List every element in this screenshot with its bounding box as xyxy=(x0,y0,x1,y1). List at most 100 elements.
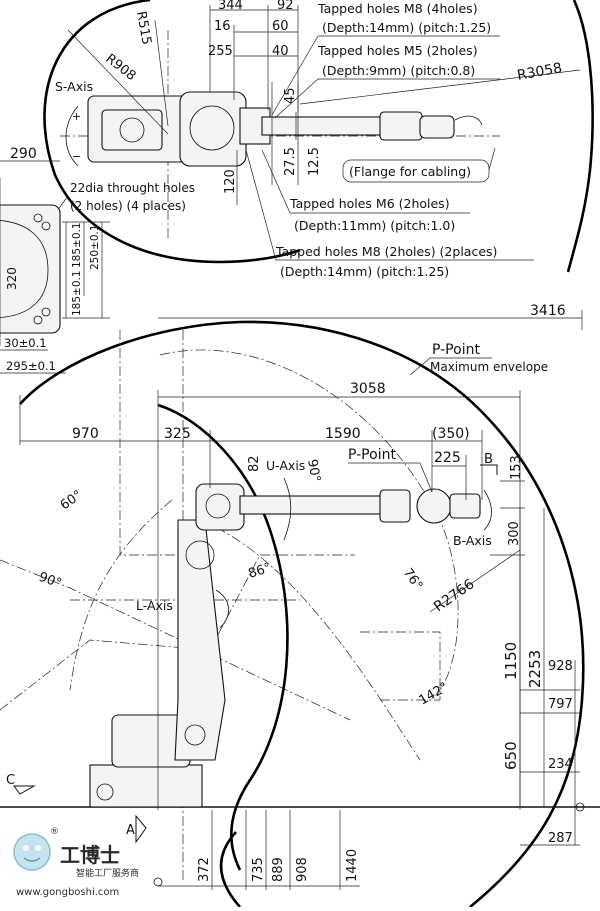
logo-url: www.gongboshi.com xyxy=(16,887,119,898)
side-upper-arm-joint xyxy=(195,483,245,531)
dim-320: 320 xyxy=(5,267,19,290)
dim-287: 287 xyxy=(548,831,573,846)
max-envelope-inner xyxy=(157,403,289,871)
dim-908: 908 xyxy=(295,857,310,882)
u-axis-label: U-Axis xyxy=(266,458,305,473)
dim-185b: 185±0.1 xyxy=(71,270,83,316)
dim-1150: 1150 xyxy=(502,642,520,680)
note-m8-4holes: Tapped holes M8 (4holes) xyxy=(317,1,478,16)
p-point-title: P-Point xyxy=(432,342,480,358)
angle-90u: 90° xyxy=(304,458,323,483)
dim-125: 12.5 xyxy=(307,147,322,176)
s-axis-label: S-Axis xyxy=(55,79,93,94)
dim-372: 372 xyxy=(197,857,212,882)
base-hole-2 xyxy=(41,221,51,231)
section-a: A xyxy=(126,823,135,838)
dim-153: 153 xyxy=(509,455,524,480)
side-lower-arm xyxy=(174,519,226,761)
dim-1440: 1440 xyxy=(345,849,360,882)
side-base xyxy=(89,764,203,808)
note-22dia-spec: (2 holes) (4 places) xyxy=(70,199,186,213)
angle-60: 60° xyxy=(58,488,85,514)
dim-92: 92 xyxy=(277,0,294,13)
dim-120: 120 xyxy=(223,169,238,194)
top-wrist-end xyxy=(419,115,455,139)
p-point-envelope-mid xyxy=(0,559,351,721)
radius-r908: R908 xyxy=(103,51,139,84)
base-plate-curve xyxy=(0,220,49,318)
p-point-label: P-Point xyxy=(348,447,396,463)
r3058-leader xyxy=(299,69,581,105)
radius-r515: R515 xyxy=(133,10,154,46)
top-wrist-body xyxy=(379,111,423,141)
flange-leader xyxy=(488,147,496,171)
dim-3416: 3416 xyxy=(530,303,566,319)
dim-650: 650 xyxy=(502,741,520,770)
r3058-envelope-arc xyxy=(566,0,594,273)
section-a-arrow xyxy=(135,814,147,844)
logo-cn-text: 工博士 xyxy=(60,843,120,867)
dim-290: 290 xyxy=(10,146,37,162)
ground-marker-bottom xyxy=(153,877,163,887)
mascot-eye-left xyxy=(23,845,29,851)
top-s-axis-hub xyxy=(119,117,145,143)
top-motor xyxy=(101,109,163,151)
dim-30: 30±0.1 xyxy=(4,336,47,350)
r908-leader xyxy=(67,29,169,135)
dim-735: 735 xyxy=(251,857,266,882)
u-axis-arrow xyxy=(283,477,292,541)
note-flange: (Flange for cabling) xyxy=(349,164,471,179)
arc-76 xyxy=(199,519,421,761)
dim-234: 234 xyxy=(548,757,573,772)
note-m5: Tapped holes M5 (2holes) xyxy=(317,43,478,58)
top-view: 344 92 16 60 255 40 45 27.5 12.5 120 R51… xyxy=(0,0,594,279)
max-envelope-outer xyxy=(19,320,585,909)
section-c: C xyxy=(6,773,15,788)
dim-344: 344 xyxy=(218,0,243,13)
side-forearm xyxy=(239,495,383,515)
note-m8-2holes: Tapped holes M8 (2holes) (2places) xyxy=(275,244,497,259)
watermark-logo: 工博士 ® 智能工厂服务商 www.gongboshi.com xyxy=(13,827,139,898)
p-point-leader xyxy=(409,357,431,376)
base-hole-1 xyxy=(33,213,43,223)
dim-295: 295±0.1 xyxy=(6,359,56,373)
dim-255: 255 xyxy=(208,44,233,59)
angle-76: 76° xyxy=(400,566,426,593)
side-l-joint xyxy=(185,540,215,570)
note-m6-spec: (Depth:11mm) (pitch:1.0) xyxy=(294,218,455,233)
flange-box xyxy=(342,159,490,183)
base-hole-3 xyxy=(33,315,43,325)
logo-cn-subtitle: 智能工厂服务商 xyxy=(76,867,139,879)
b-axis-label: B-Axis xyxy=(453,533,492,548)
dim-970: 970 xyxy=(72,426,99,442)
side-wrist xyxy=(379,489,411,523)
dim-60: 60 xyxy=(272,19,289,34)
s-axis-arrow xyxy=(65,105,79,167)
dim-225: 225 xyxy=(434,450,461,466)
s-axis-minus: − xyxy=(72,150,81,163)
dim-3058: 3058 xyxy=(350,381,386,397)
r2766-leader xyxy=(429,549,521,613)
side-base-hole xyxy=(96,783,114,801)
mascot-smile xyxy=(23,857,41,862)
side-wrist-ball xyxy=(416,488,452,524)
max-envelope-bottom xyxy=(219,831,241,908)
dim-40: 40 xyxy=(272,44,289,59)
dim-250: 250±0.1 xyxy=(89,224,101,270)
ground-marker-right xyxy=(575,802,585,812)
note-22dia: 22dia throught holes xyxy=(70,181,195,195)
dim-928: 928 xyxy=(548,659,573,674)
dim-16: 16 xyxy=(214,19,231,34)
side-view: 3416 3058 970 325 1590 (350) 225 P-Point… xyxy=(0,303,600,909)
base-plate xyxy=(0,204,61,334)
dim-1590: 1590 xyxy=(325,426,361,442)
dim-350: (350) xyxy=(432,426,470,442)
note-m8-2holes-spec: (Depth:14mm) (pitch:1.25) xyxy=(280,264,449,279)
s-axis-plus: + xyxy=(72,110,81,123)
note-m5-spec: (Depth:9mm) (pitch:0.8) xyxy=(322,63,475,78)
r515-leader xyxy=(154,19,169,127)
note-m6-leader xyxy=(261,149,291,214)
r908-envelope-arc xyxy=(43,0,301,264)
